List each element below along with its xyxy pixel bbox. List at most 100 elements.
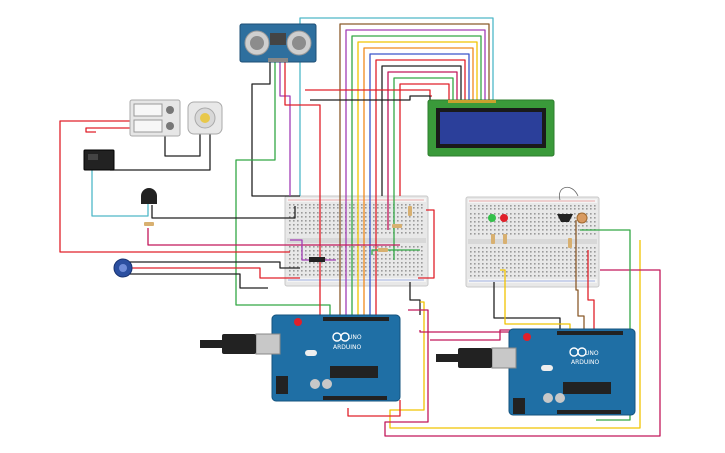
breadboard-hole bbox=[586, 267, 588, 269]
buzzer[interactable] bbox=[557, 214, 573, 222]
breadboard-hole bbox=[590, 275, 592, 277]
arduino-uno-left[interactable]: UNO ARDUINO bbox=[255, 314, 401, 402]
led-green[interactable] bbox=[488, 214, 496, 222]
resistor-transistor[interactable] bbox=[144, 222, 154, 226]
wire-bb-arduino-1 bbox=[409, 282, 421, 315]
breadboard-hole bbox=[506, 275, 508, 277]
wire-lcd-6 bbox=[363, 47, 474, 315]
breadboard-hole bbox=[349, 207, 351, 209]
breadboard-hole bbox=[397, 270, 399, 272]
breadboard-hole bbox=[542, 267, 544, 269]
photoresistor[interactable] bbox=[576, 212, 588, 224]
breadboard-hole bbox=[534, 263, 536, 265]
relay-module[interactable] bbox=[83, 149, 115, 171]
breadboard-hole bbox=[502, 233, 504, 235]
breadboard-hole bbox=[413, 204, 415, 206]
breadboard-hole bbox=[405, 232, 407, 234]
breadboard-hole bbox=[554, 267, 556, 269]
breadboard-hole bbox=[313, 254, 315, 256]
breadboard-hole bbox=[305, 220, 307, 222]
breadboard-hole bbox=[590, 247, 592, 249]
wire-bb-jumper-green bbox=[371, 249, 420, 255]
breadboard-hole bbox=[305, 274, 307, 276]
ic-chip-left[interactable] bbox=[309, 257, 325, 262]
transistor[interactable] bbox=[141, 188, 157, 204]
breadboard-hole bbox=[353, 216, 355, 218]
resistor-bb-right-3[interactable] bbox=[568, 238, 572, 248]
ultrasonic-sensor[interactable] bbox=[239, 23, 317, 63]
breadboard-hole bbox=[578, 263, 580, 265]
breadboard-hole bbox=[538, 259, 540, 261]
breadboard-hole bbox=[518, 251, 520, 253]
power-supply[interactable] bbox=[129, 99, 181, 137]
breadboard-hole bbox=[518, 208, 520, 210]
breadboard-hole bbox=[486, 213, 488, 215]
breadboard-hole bbox=[333, 250, 335, 252]
breadboard-hole bbox=[570, 251, 572, 253]
breadboard-hole bbox=[333, 232, 335, 234]
breadboard-left[interactable] bbox=[284, 195, 429, 287]
led-red[interactable] bbox=[500, 214, 508, 222]
breadboard-hole bbox=[538, 208, 540, 210]
breadboard-hole bbox=[405, 254, 407, 256]
breadboard-hole bbox=[526, 217, 528, 219]
breadboard-hole bbox=[417, 212, 419, 214]
breadboard-hole bbox=[329, 212, 331, 214]
resistor-bb-right-1[interactable] bbox=[491, 234, 495, 244]
breadboard-hole bbox=[478, 233, 480, 235]
breadboard-hole bbox=[309, 216, 311, 218]
breadboard-hole bbox=[321, 274, 323, 276]
resistor-bb-left-1[interactable] bbox=[392, 224, 402, 228]
breadboard-hole bbox=[413, 228, 415, 230]
lcd-display[interactable] bbox=[427, 99, 555, 157]
breadboard-hole bbox=[329, 254, 331, 256]
breadboard-hole bbox=[574, 233, 576, 235]
breadboard-hole bbox=[385, 246, 387, 248]
breadboard-hole bbox=[570, 259, 572, 261]
usb-cable-right[interactable] bbox=[436, 348, 492, 368]
breadboard-hole bbox=[470, 229, 472, 231]
usb-port-right[interactable] bbox=[491, 347, 517, 369]
arduino-uno-right[interactable]: UNO ARDUINO bbox=[491, 328, 636, 416]
breadboard-hole bbox=[333, 207, 335, 209]
breadboard-hole bbox=[550, 229, 552, 231]
breadboard-hole bbox=[510, 255, 512, 257]
breadboard-hole bbox=[502, 213, 504, 215]
wire-power-black bbox=[310, 95, 431, 101]
resistor-bb-left-3[interactable] bbox=[378, 248, 388, 252]
breadboard-right[interactable] bbox=[465, 196, 600, 288]
breadboard-hole bbox=[494, 221, 496, 223]
potentiometer[interactable] bbox=[113, 258, 133, 278]
breadboard-hole bbox=[309, 262, 311, 264]
breadboard-hole bbox=[578, 225, 580, 227]
dc-motor[interactable] bbox=[187, 101, 223, 135]
breadboard-hole bbox=[506, 208, 508, 210]
breadboard-hole bbox=[566, 225, 568, 227]
breadboard-hole bbox=[329, 270, 331, 272]
breadboard-hole bbox=[389, 250, 391, 252]
wire-right-4 bbox=[580, 229, 631, 421]
breadboard-hole bbox=[377, 224, 379, 226]
breadboard-hole bbox=[506, 251, 508, 253]
wire-pot-3 bbox=[130, 273, 268, 289]
breadboard-hole bbox=[486, 229, 488, 231]
usb-cable-left[interactable] bbox=[200, 334, 256, 354]
breadboard-hole bbox=[586, 233, 588, 235]
wire-transistor-black bbox=[151, 205, 296, 219]
breadboard-hole bbox=[401, 254, 403, 256]
resistor-bb-left-2[interactable] bbox=[408, 206, 412, 216]
breadboard-hole bbox=[417, 266, 419, 268]
breadboard-hole bbox=[417, 216, 419, 218]
breadboard-hole bbox=[361, 204, 363, 206]
breadboard-hole bbox=[522, 267, 524, 269]
breadboard-hole bbox=[377, 258, 379, 260]
breadboard-hole bbox=[337, 274, 339, 276]
breadboard-hole bbox=[309, 266, 311, 268]
resistor-bb-right-2[interactable] bbox=[503, 234, 507, 244]
usb-port-left[interactable] bbox=[255, 333, 281, 355]
breadboard-hole bbox=[377, 254, 379, 256]
breadboard-hole bbox=[317, 204, 319, 206]
breadboard-hole bbox=[301, 266, 303, 268]
breadboard-hole bbox=[353, 212, 355, 214]
breadboard-hole bbox=[389, 274, 391, 276]
